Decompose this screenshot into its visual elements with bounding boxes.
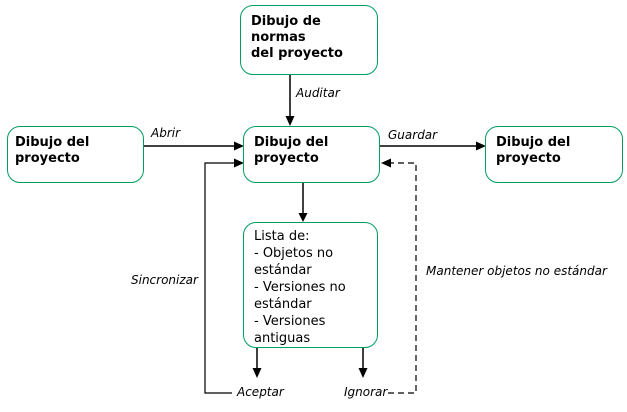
node-text-line: proyecto <box>496 151 561 166</box>
label-guardar: Guardar <box>388 128 438 142</box>
node-text-line: - Versiones no <box>254 280 346 295</box>
node-text-line: Dibujo de normas <box>251 14 321 45</box>
node-text-line: Dibujo del <box>496 135 571 150</box>
central-to-lista-arrow <box>298 183 308 222</box>
auditar-arrow <box>285 75 295 126</box>
guardar-arrow <box>380 141 486 151</box>
node-text-line: proyecto <box>15 151 80 166</box>
node-text-line: del proyecto <box>251 46 343 61</box>
node-text-line: estándar <box>254 297 312 312</box>
label-mantener-objetos: Mantener objetos no estándar <box>426 264 607 278</box>
abrir-arrow <box>144 141 244 151</box>
sincronizar-path <box>204 158 244 394</box>
node-text-line: Dibujo del <box>254 135 329 150</box>
label-sincronizar: Sincronizar <box>131 273 198 287</box>
node-text-line: - Versiones <box>254 314 326 329</box>
aceptar-arrow <box>252 348 262 378</box>
node-text-line: antiguas <box>254 331 311 346</box>
ignorar-arrow <box>358 348 368 378</box>
node-dibujo-del-proyecto-central: Dibujo del proyecto <box>243 126 380 183</box>
label-auditar: Auditar <box>296 86 340 100</box>
label-ignorar: Ignorar <box>344 385 388 399</box>
node-text-line: proyecto <box>254 151 319 166</box>
node-text-line: Dibujo del <box>15 135 90 150</box>
node-dibujo-de-normas: Dibujo de normas del proyecto <box>240 5 378 75</box>
label-aceptar: Aceptar <box>237 385 284 399</box>
node-text-line: estándar <box>254 263 312 278</box>
node-text-line: - Objetos no <box>254 246 334 261</box>
mantener-path <box>381 158 417 394</box>
node-lista-de-objetos: Lista de: - Objetos no estándar - Versio… <box>243 222 378 348</box>
label-abrir: Abrir <box>151 126 181 140</box>
node-dibujo-del-proyecto-origen: Dibujo del proyecto <box>7 126 144 183</box>
node-dibujo-del-proyecto-guardado: Dibujo del proyecto <box>485 126 623 183</box>
node-text-line: Lista de: <box>254 229 310 244</box>
